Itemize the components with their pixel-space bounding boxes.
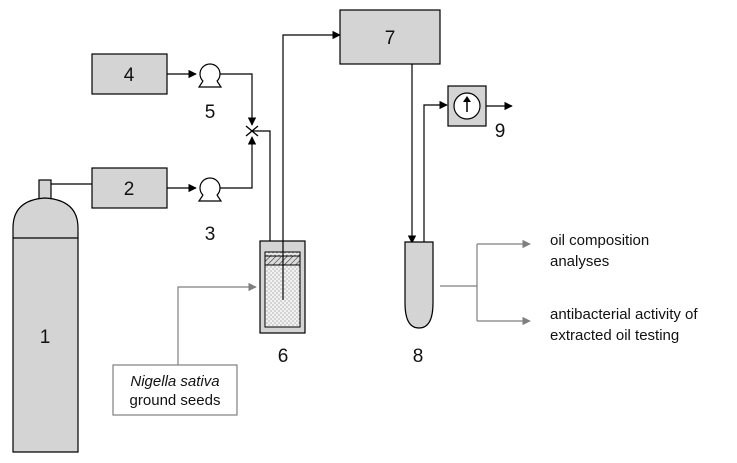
label-3: 3 bbox=[205, 224, 216, 245]
output-analysis-line1: oil composition bbox=[550, 232, 649, 249]
label-7: 7 bbox=[385, 28, 396, 49]
flow-meter-icon bbox=[447, 85, 487, 127]
box-4 bbox=[91, 53, 168, 95]
output-analysis-line2: analyses bbox=[550, 253, 609, 270]
line-pump5-to-mixer bbox=[220, 73, 257, 126]
label-5: 5 bbox=[205, 102, 216, 123]
label-8: 8 bbox=[413, 346, 424, 367]
label-6: 6 bbox=[278, 346, 289, 367]
label-1: 1 bbox=[40, 327, 51, 348]
seeds-label-box bbox=[112, 364, 238, 416]
label-9: 9 bbox=[495, 121, 506, 142]
line-extractor-to-box7 bbox=[282, 30, 341, 256]
seeds-label-line1: Nigella sativa bbox=[130, 373, 219, 390]
label-4: 4 bbox=[124, 65, 135, 86]
box-7 bbox=[339, 9, 441, 65]
pump-3-icon bbox=[197, 177, 223, 202]
pump-5-icon bbox=[197, 63, 223, 88]
line-mixer-to-extractor bbox=[252, 130, 275, 249]
gas-cylinder bbox=[12, 179, 79, 453]
line-collector-to-meter bbox=[423, 100, 448, 243]
seeds-label-line2: ground seeds bbox=[130, 392, 221, 409]
arrow-seeds-to-extractor bbox=[177, 282, 257, 365]
collector-tube bbox=[404, 241, 434, 329]
output-testing-line2: extracted oil testing bbox=[550, 327, 679, 344]
label-2: 2 bbox=[124, 179, 135, 200]
output-testing-line1: antibacterial activity of bbox=[550, 306, 698, 323]
line-pump3-to-mixer bbox=[220, 136, 257, 189]
output-branches bbox=[440, 239, 531, 326]
